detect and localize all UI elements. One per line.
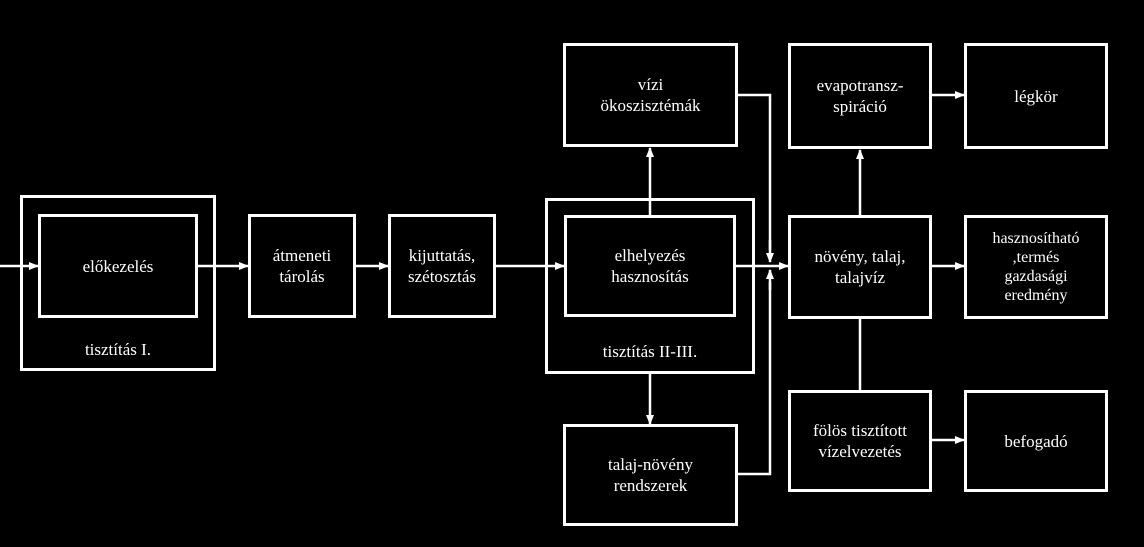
stage2-label: tisztítás II-III. — [602, 342, 698, 361]
line-soilplant-to-trunk — [738, 282, 772, 476]
soil-plant-systems-box: talaj-növény rendszerek — [563, 424, 738, 526]
aquatic-ecosystems-box: vízi ökoszisztémák — [563, 43, 738, 147]
placement-box: elhelyezés hasznosítás — [564, 215, 736, 317]
stage1-label: tisztítás I. — [84, 340, 152, 359]
plant-soil-groundwater-box: növény, talaj, talajvíz — [788, 215, 932, 319]
stage1-frame — [20, 195, 216, 371]
pretreatment-box: előkezelés — [38, 214, 198, 318]
temp-storage-box: átmeneti tárolás — [248, 214, 356, 318]
receiver-box: befogadó — [964, 390, 1108, 492]
stage2-frame — [545, 198, 755, 374]
distribution-box: kijuttatás, szétosztás — [388, 214, 496, 318]
yield-box: hasznosítható ,termés gazdasági eredmény — [964, 215, 1108, 319]
excess-drainage-box: fölös tisztított vízelvezetés — [788, 390, 932, 492]
atmosphere-box: légkör — [964, 43, 1108, 149]
evapotranspiration-box: evapotransz- spiráció — [788, 43, 932, 149]
line-aquatic-to-trunk — [738, 93, 772, 250]
